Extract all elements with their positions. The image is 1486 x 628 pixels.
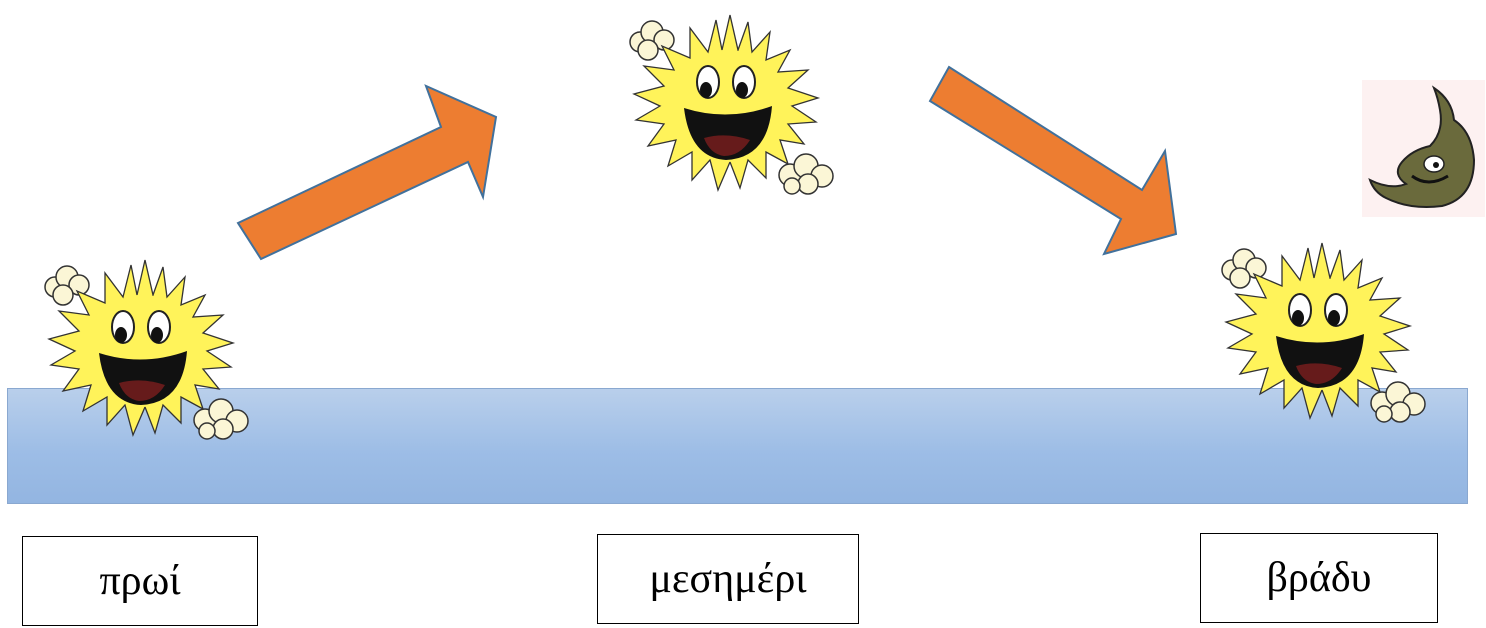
morning-sun-icon: [35, 255, 255, 445]
label-evening: βράδυ: [1200, 533, 1438, 623]
label-noon: μεσημέρι: [597, 534, 859, 624]
noon-sun-icon: [620, 10, 840, 200]
horizon-band: [7, 388, 1468, 504]
crescent-moon-icon: [1368, 85, 1476, 208]
evening-sun-icon: [1212, 238, 1432, 428]
arrow-down-right-icon: [928, 65, 1178, 256]
label-morning: πρωί: [22, 536, 258, 626]
arrow-up-right-icon: [236, 84, 498, 261]
